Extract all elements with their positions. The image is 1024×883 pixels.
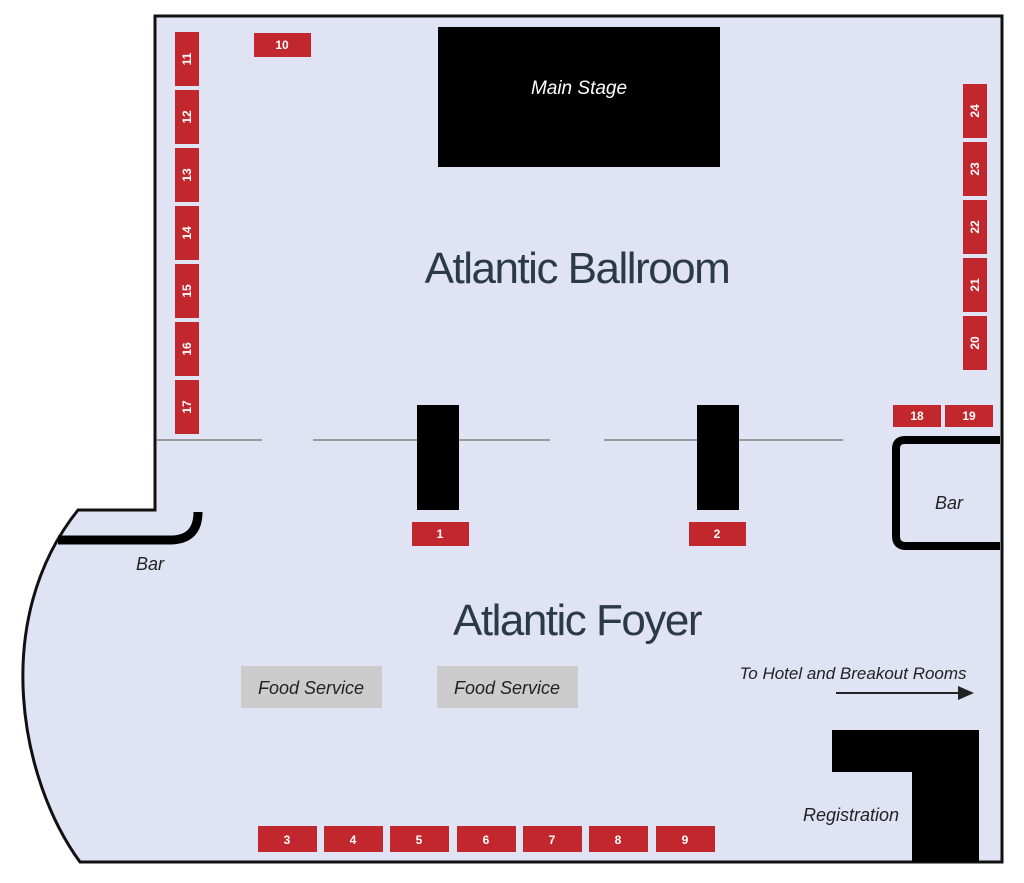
svg-text:14: 14	[180, 226, 194, 240]
svg-text:1: 1	[437, 527, 444, 541]
booth-11: 11	[175, 32, 199, 86]
booth-7: 7	[523, 826, 582, 852]
booth-20: 20	[963, 316, 987, 370]
svg-text:5: 5	[416, 833, 423, 847]
svg-text:17: 17	[180, 400, 194, 414]
food-service-2-label: Food Service	[454, 678, 560, 698]
svg-text:11: 11	[180, 52, 194, 65]
booth-12: 12	[175, 90, 199, 144]
booth-10: 10	[254, 33, 311, 57]
svg-text:15: 15	[180, 284, 194, 298]
booth-9: 9	[656, 826, 715, 852]
bar-left-label: Bar	[136, 554, 165, 574]
svg-text:23: 23	[968, 162, 982, 176]
booth-6: 6	[457, 826, 516, 852]
svg-text:24: 24	[968, 104, 982, 118]
food-service-1-label: Food Service	[258, 678, 364, 698]
main-stage-label: Main Stage	[531, 78, 627, 99]
svg-text:6: 6	[483, 833, 490, 847]
booth-16: 16	[175, 322, 199, 376]
registration-label: Registration	[803, 805, 899, 825]
booth-5: 5	[390, 826, 449, 852]
svg-text:20: 20	[968, 336, 982, 350]
svg-text:18: 18	[910, 409, 924, 423]
booth-2: 2	[689, 522, 746, 546]
booth-18: 18	[893, 405, 941, 427]
booth-4: 4	[324, 826, 383, 852]
svg-text:12: 12	[180, 110, 194, 124]
bar-right-label: Bar	[935, 493, 964, 513]
food-service-1	[241, 666, 382, 708]
booth-1: 1	[412, 522, 469, 546]
booth-21: 21	[963, 258, 987, 312]
food-service-2	[437, 666, 578, 708]
booth-24: 24	[963, 84, 987, 138]
svg-text:13: 13	[180, 168, 194, 182]
pillar-left	[417, 405, 459, 510]
svg-text:9: 9	[682, 833, 689, 847]
booth-22: 22	[963, 200, 987, 254]
ballroom-title: Atlantic Ballroom	[425, 244, 730, 293]
bar-counter-left	[58, 511, 203, 545]
booth-23: 23	[963, 142, 987, 196]
booth-13: 13	[175, 148, 199, 202]
bar-counter-right	[892, 436, 1000, 550]
booth-15: 15	[175, 264, 199, 318]
arrow-right-icon	[836, 686, 974, 700]
foyer-title: Atlantic Foyer	[453, 596, 702, 645]
main-stage	[438, 27, 720, 167]
booth-19: 19	[945, 405, 993, 427]
booth-17: 17	[175, 380, 199, 434]
svg-text:8: 8	[615, 833, 622, 847]
svg-text:22: 22	[968, 220, 982, 234]
directions-label: To Hotel and Breakout Rooms	[739, 664, 967, 683]
svg-text:16: 16	[180, 342, 194, 356]
booth-8: 8	[589, 826, 648, 852]
booth-14: 14	[175, 206, 199, 260]
registration-desk	[832, 730, 979, 862]
svg-text:2: 2	[714, 527, 721, 541]
svg-text:21: 21	[968, 278, 982, 292]
svg-text:10: 10	[275, 38, 289, 52]
svg-text:4: 4	[350, 833, 357, 847]
booth-3: 3	[258, 826, 317, 852]
pillar-right	[697, 405, 739, 510]
svg-text:3: 3	[284, 833, 291, 847]
svg-text:19: 19	[962, 409, 976, 423]
svg-text:7: 7	[549, 833, 556, 847]
